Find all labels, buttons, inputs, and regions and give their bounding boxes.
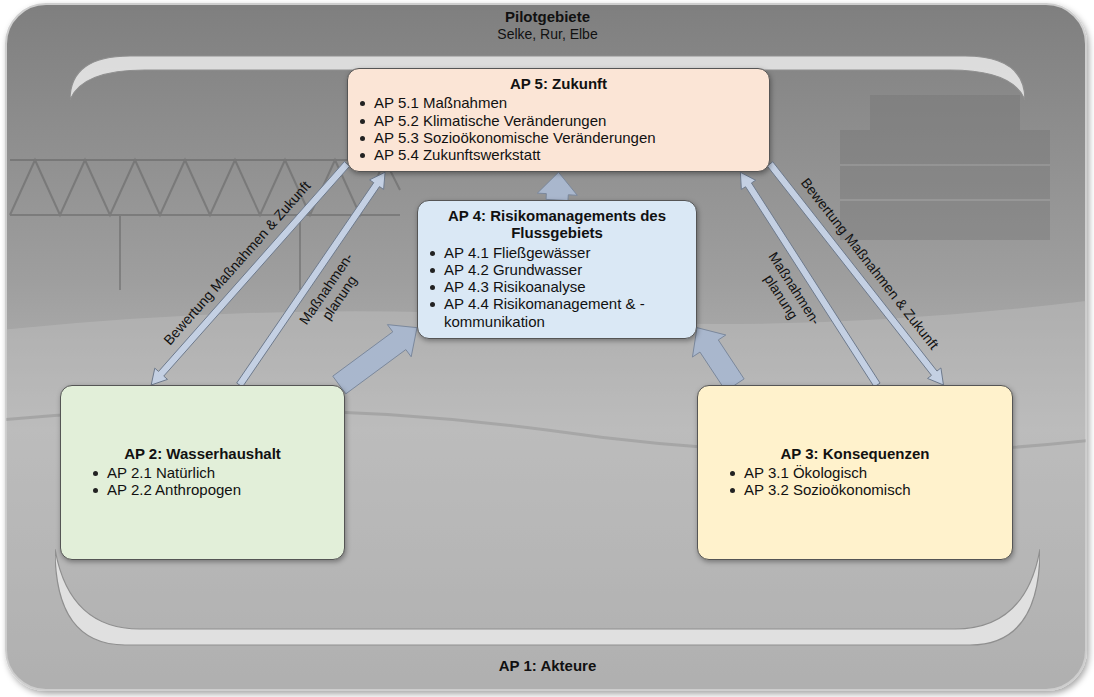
band-outline [55,549,1040,645]
photo-detail [6,95,1086,690]
curved-band: AP 1: Akteure [55,545,1040,685]
bullet-text: AP 5.3 Sozioökonomische Veränderungen [374,129,656,146]
bullet-dot [93,471,98,476]
band-heading: Pilotgebiete [505,8,590,26]
bullet-text: AP 4.2 Grundwasser [444,261,582,278]
bullet-item: AP 3.1 Ökologisch [730,464,1000,481]
bullet-item: AP 5.2 Klimatische Veränderungen [360,112,757,129]
bullet-text: AP 2.2 Anthropogen [107,481,241,498]
bullet-dot [430,285,435,290]
bullet-item: AP 5.1 Maßnahmen [360,94,757,111]
bullet-item: AP 4.2 Grundwasser [430,261,684,278]
bullet-dot [730,471,735,476]
bullet-text: AP 5.1 Maßnahmen [374,94,507,111]
bullet-text: AP 4.3 Risikoanalyse [444,278,585,295]
band-text: Selke, Rur, Elbe [497,26,597,43]
bullet-text: AP 2.1 Natürlich [107,464,215,481]
bullet-item: AP 4.4 Risikomanagement & -kommunikation [430,295,684,330]
bullet-item: AP 5.3 Sozioökonomische Veränderungen [360,129,757,146]
band-heading: AP 1: Akteure [499,657,597,675]
flow-arrow [740,172,880,387]
work-package-box: AP 4: Risikomanagements des Flussgebiets… [417,200,697,339]
bullet-dot [360,153,365,158]
bullet-text: AP 5.4 Zukunftswerkstatt [374,146,540,163]
bullet-text: AP 4.4 Risikomanagement & -kommunikation [444,295,684,330]
box-heading: AP 3: Konsequenzen [710,445,1000,462]
box-heading: AP 5: Zukunft [360,75,757,92]
work-package-box: AP 2: Wasserhaushalt AP 2.1 NatürlichAP 2… [60,385,345,560]
block-arrow [537,172,577,200]
bullet-dot [430,302,435,307]
bullet-item: AP 2.1 Natürlich [93,464,332,481]
bullet-item: AP 4.1 Fließgewässer [430,244,684,261]
box-heading: AP 2: Wasserhaushalt [73,445,332,462]
bullet-text: AP 4.1 Fließgewässer [444,244,590,261]
bullet-item: AP 4.3 Risikoanalyse [430,278,684,295]
work-package-box: AP 5: Zukunft AP 5.1 MaßnahmenAP 5.2 Klim… [347,68,770,172]
bullet-dot [430,268,435,273]
bullet-dot [93,488,98,493]
bullet-dot [430,251,435,256]
bullet-text: AP 5.2 Klimatische Veränderungen [374,112,606,129]
bullet-item: AP 5.4 Zukunftswerkstatt [360,146,757,163]
bullet-dot [360,136,365,141]
work-package-box: AP 3: Konsequenzen AP 3.1 ÖkologischAP 3.… [697,385,1013,560]
bullet-item: AP 2.2 Anthropogen [93,481,332,498]
block-arrow [692,328,744,391]
bullet-dot [360,101,365,106]
block-arrow [333,325,417,394]
bullet-text: AP 3.2 Sozioökonomisch [744,481,911,498]
bullet-item: AP 3.2 Sozioökonomisch [730,481,1000,498]
bullet-text: AP 3.1 Ökologisch [744,464,867,481]
bullet-dot [730,488,735,493]
box-heading: AP 4: Risikomanagements des Flussgebiets [430,207,684,242]
bullet-dot [360,119,365,124]
